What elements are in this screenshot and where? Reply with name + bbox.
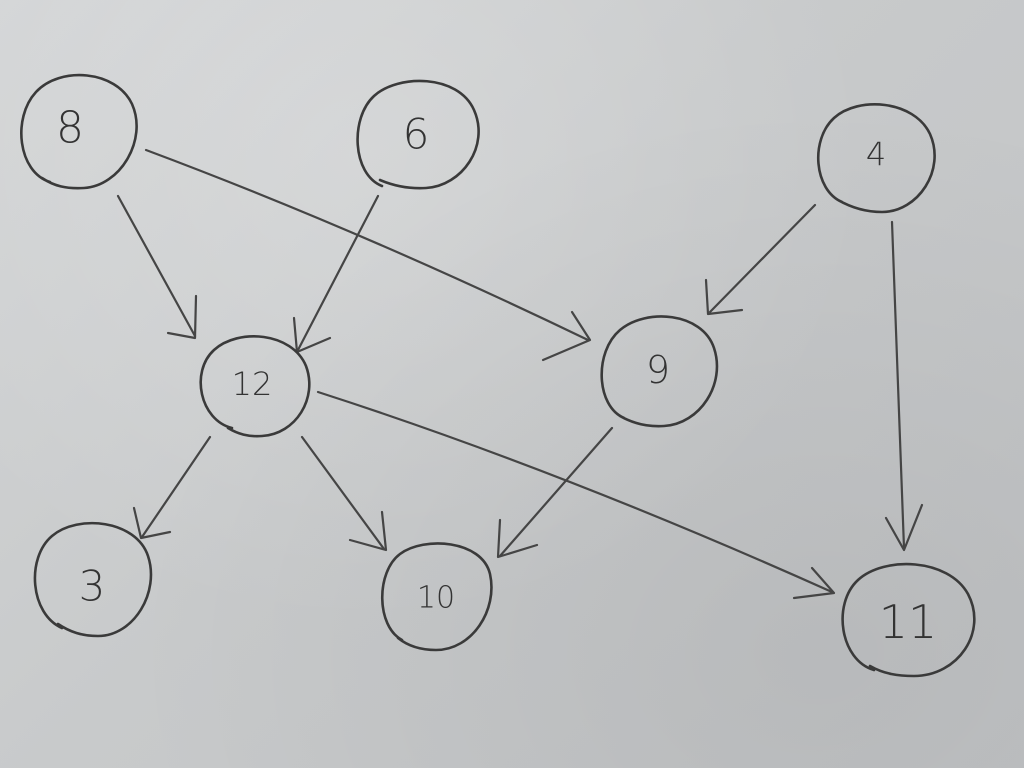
arrowhead <box>166 294 198 340</box>
edge-8-to-9 <box>144 148 592 362</box>
edge-6-to-12 <box>292 194 380 354</box>
node-3: 3 <box>33 521 153 638</box>
node-label: 11 <box>879 595 938 649</box>
arrowhead <box>348 510 388 552</box>
node-label: 4 <box>866 135 886 173</box>
arrowhead <box>541 310 592 362</box>
edge-8-to-12 <box>116 194 198 340</box>
edge-4-to-9 <box>704 203 817 316</box>
edge-12-to-3 <box>132 435 212 540</box>
edge-12-to-11 <box>316 390 836 600</box>
node-8: 8 <box>20 73 138 190</box>
arrowhead <box>704 278 744 316</box>
node-circle <box>600 315 719 428</box>
arrowhead <box>132 506 172 540</box>
edge-line <box>296 194 380 352</box>
edge-line <box>116 194 197 338</box>
edge-line <box>144 148 590 342</box>
node-circle <box>381 542 493 652</box>
edge-9-to-10 <box>496 426 614 559</box>
node-9: 9 <box>600 315 719 428</box>
edges <box>116 148 924 600</box>
node-circle <box>199 335 311 438</box>
edge-line <box>498 426 614 558</box>
edge-12-to-10 <box>300 435 388 552</box>
node-circle <box>816 103 936 214</box>
node-11: 11 <box>841 562 976 678</box>
node-circle <box>33 521 153 638</box>
edge-line <box>300 435 386 551</box>
arrowhead <box>496 518 539 559</box>
edge-line <box>708 203 817 314</box>
node-10: 10 <box>381 542 493 652</box>
node-label: 10 <box>417 581 455 616</box>
edge-line <box>140 435 212 539</box>
node-label: 6 <box>403 110 430 159</box>
arrowhead <box>792 566 836 600</box>
node-4: 4 <box>816 103 936 214</box>
node-circle <box>841 562 976 678</box>
node-label: 8 <box>56 103 84 154</box>
edge-4-to-11 <box>884 220 924 552</box>
node-circle <box>356 79 480 190</box>
node-label: 9 <box>646 348 670 392</box>
nodes: 8 6 4 12 9 3 10 11 <box>20 73 976 678</box>
node-6: 6 <box>356 79 480 190</box>
node-label: 3 <box>79 562 106 611</box>
node-12: 12 <box>199 335 311 438</box>
edge-line <box>890 220 906 550</box>
node-label: 12 <box>232 365 273 403</box>
edge-line <box>316 390 834 594</box>
node-circle <box>20 73 138 190</box>
arrowhead <box>884 503 924 552</box>
